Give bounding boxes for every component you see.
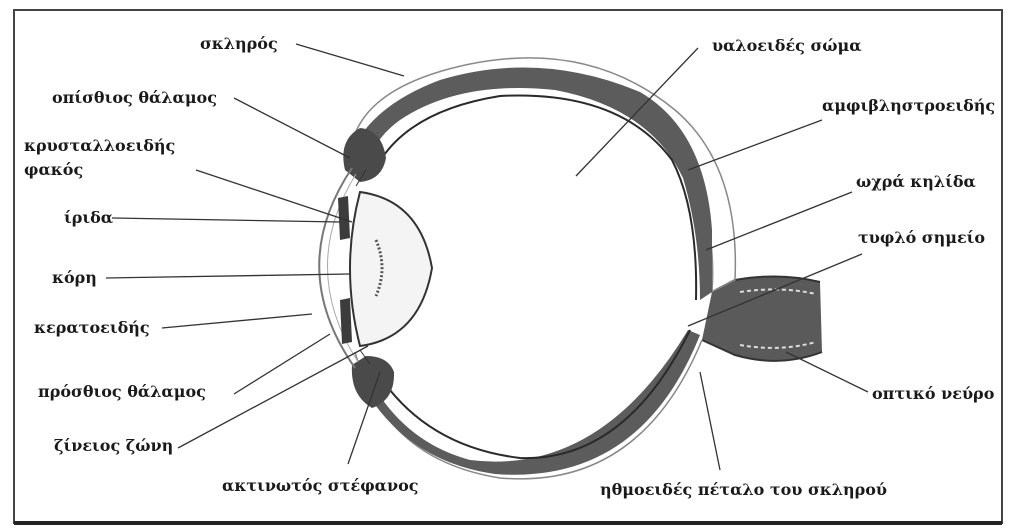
- label-sclera: σκληρός: [200, 34, 278, 54]
- label-posterior-chamber: οπίσθιος θάλαμος: [52, 88, 217, 108]
- leader-lines: [106, 44, 868, 470]
- label-anterior-chamber: πρόσθιος θάλαμος: [38, 382, 206, 402]
- lens-shape: [350, 192, 432, 346]
- label-ciliary-body: ακτινωτός στέφανος: [222, 476, 419, 496]
- iris-lower: [340, 298, 352, 344]
- label-zonule: ζίνειος ζώνη: [54, 436, 173, 456]
- label-lens-line2: φακός: [24, 160, 83, 180]
- label-blind-spot: τυφλό σημείο: [858, 228, 985, 248]
- ciliary-lower: [352, 356, 394, 408]
- label-cornea: κερατοειδής: [34, 318, 150, 338]
- choroid-lower: [352, 330, 700, 475]
- label-macula: ωχρά κηλίδα: [856, 172, 976, 192]
- label-pupil: κόρη: [52, 268, 97, 288]
- optic-nerve-shape: [702, 276, 822, 360]
- label-optic-nerve: οπτικό νεύρο: [872, 384, 994, 404]
- label-lens-line1: κρυσταλλοειδής: [24, 136, 175, 156]
- label-vitreous: υαλοειδές σώμα: [712, 36, 862, 56]
- label-retina: αμφιβληστροειδής: [822, 96, 995, 116]
- label-iris: ίριδα: [64, 208, 113, 228]
- label-lamina-cribrosa: ηθμοειδές πέταλο του σκληρού: [600, 480, 887, 500]
